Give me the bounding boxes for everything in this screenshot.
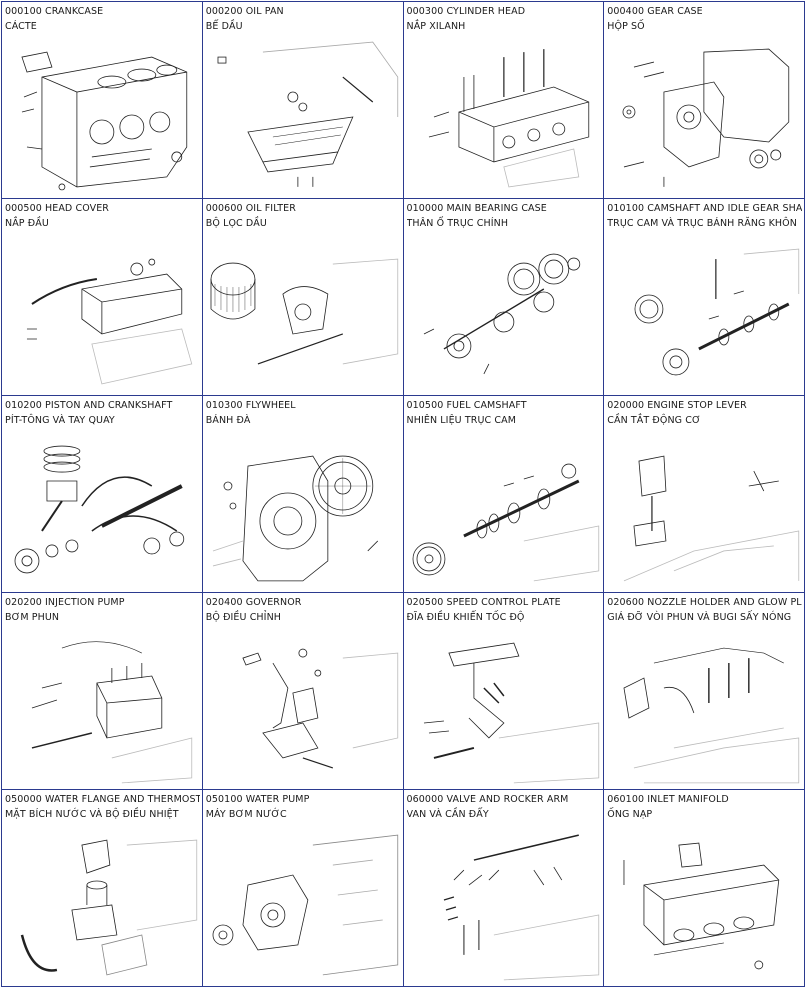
flywheel-diagram: [212, 455, 378, 582]
part-code-title: 020200 INJECTION PUMP: [5, 597, 125, 608]
head-cover-diagram: [26, 258, 193, 385]
part-tile-camshaft-idle-gear[interactable]: 010100 CAMSHAFT AND IDLE GEAR SHA TRỤC C…: [604, 199, 805, 396]
speed-control-plate-diagram: [423, 642, 599, 784]
part-vn-title: CẦN TẮT ĐỘNG CƠ: [607, 415, 701, 426]
part-code-title: 000100 CRANKCASE: [5, 6, 104, 17]
part-vn-title: TRỤC CAM VÀ TRỤC BÁNH RĂNG KHÔN: [607, 218, 797, 229]
piston-crankshaft-diagram: [14, 445, 185, 574]
part-vn-title: CÁCTE: [5, 21, 37, 32]
part-tile-water-flange-thermostat[interactable]: 050000 WATER FLANGE AND THERMOST MẶT BÍC…: [2, 790, 203, 987]
part-tile-oil-pan[interactable]: 000200 OIL PAN BỂ DẦU: [202, 2, 404, 199]
part-tile-fuel-camshaft[interactable]: 010500 FUEL CAMSHAFT NHIÊN LIỆU TRỤC CAM: [403, 396, 605, 593]
part-vn-title: GIÁ ĐỠ VÒI PHUN VÀ BUGI SẤY NÓNG: [607, 612, 792, 623]
part-tile-governor[interactable]: 020400 GOVERNOR BỘ ĐIỀU CHỈNH: [202, 593, 404, 790]
part-tile-head-cover[interactable]: 000500 HEAD COVER NẮP ĐẦU: [2, 199, 203, 396]
part-tile-gear-case[interactable]: 000400 GEAR CASE HỘP SỐ: [604, 2, 805, 199]
governor-diagram: [242, 648, 398, 769]
part-vn-title: THÂN Ổ TRỤC CHÍNH: [406, 218, 509, 229]
water-flange-diagram: [20, 839, 198, 976]
part-code-title: 060000 VALVE AND ROCKER ARM: [406, 794, 569, 805]
part-vn-title: ĐĨA ĐIỀU KHIỂN TỐC ĐỘ: [406, 612, 525, 623]
part-code-title: 010300 FLYWHEEL: [205, 400, 296, 411]
part-code-title: 000400 GEAR CASE: [607, 6, 703, 17]
part-tile-engine-stop-lever[interactable]: 020000 ENGINE STOP LEVER CẦN TẮT ĐỘNG CƠ: [604, 396, 805, 593]
part-tile-oil-filter[interactable]: 000600 OIL FILTER BỘ LỌC DẦU: [202, 199, 404, 396]
part-code-title: 010000 MAIN BEARING CASE: [406, 203, 547, 214]
part-vn-title: BỘ LỌC DẦU: [205, 218, 267, 229]
cylinder-head-diagram: [428, 49, 589, 188]
part-code-title: 000300 CYLINDER HEAD: [406, 6, 526, 17]
part-code-title: 000200 OIL PAN: [205, 6, 284, 17]
part-tile-nozzle-holder-glow-plug[interactable]: 020600 NOZZLE HOLDER AND GLOW PL GIÁ ĐỠ …: [604, 593, 805, 790]
part-vn-title: NẮP ĐẦU: [5, 218, 49, 229]
inlet-manifold-diagram: [623, 842, 780, 970]
part-code-title: 020400 GOVERNOR: [205, 597, 302, 608]
engine-stop-lever-diagram: [624, 455, 800, 582]
part-code-title: 010200 PISTON AND CRANKSHAFT: [5, 400, 173, 411]
part-code-title: 000500 HEAD COVER: [5, 203, 110, 214]
part-code-title: 000600 OIL FILTER: [205, 203, 296, 214]
part-code-title: 020600 NOZZLE HOLDER AND GLOW PL: [607, 597, 802, 608]
part-vn-title: MÁY BƠM NƯỚC: [205, 809, 287, 820]
part-code-title: 020500 SPEED CONTROL PLATE: [406, 597, 561, 608]
part-tile-crankcase[interactable]: 000100 CRANKCASE CÁCTE: [2, 2, 203, 199]
nozzle-holder-diagram: [623, 647, 800, 784]
part-tile-water-pump[interactable]: 050100 WATER PUMP MÁY BƠM NƯỚC: [202, 790, 404, 987]
oil-filter-diagram: [210, 258, 398, 365]
part-vn-title: BÁNH ĐÀ: [205, 415, 251, 426]
part-vn-title: BỘ ĐIỀU CHỈNH: [205, 612, 282, 623]
part-tile-cylinder-head[interactable]: 000300 CYLINDER HEAD NẮP XILANH: [403, 2, 605, 199]
part-vn-title: PÍT-TÔNG VÀ TAY QUAY: [5, 415, 115, 426]
gear-case-diagram: [622, 48, 790, 187]
part-code-title: 050000 WATER FLANGE AND THERMOST: [5, 794, 200, 805]
part-vn-title: MẶT BÍCH NƯỚC VÀ BỘ ĐIỀU NHIỆT: [5, 809, 179, 820]
water-pump-diagram: [212, 834, 398, 976]
part-vn-title: HỘP SỐ: [607, 21, 645, 32]
part-code-title: 010100 CAMSHAFT AND IDLE GEAR SHA: [607, 203, 802, 214]
part-vn-title: ỐNG NẠP: [607, 809, 653, 820]
part-tile-valve-rocker-arm[interactable]: 060000 VALVE AND ROCKER ARM VAN VÀ CẦN Đ…: [403, 790, 605, 987]
part-tile-speed-control-plate[interactable]: 020500 SPEED CONTROL PLATE ĐĨA ĐIỀU KHIỂ…: [403, 593, 605, 790]
part-vn-title: BƠM PHUN: [5, 612, 60, 623]
crankcase-diagram: [21, 51, 188, 191]
part-vn-title: NHIÊN LIỆU TRỤC CAM: [406, 415, 516, 426]
part-code-title: 020000 ENGINE STOP LEVER: [607, 400, 747, 411]
part-code-title: 060100 INLET MANIFOLD: [607, 794, 729, 805]
camshaft-diagram: [634, 248, 800, 376]
part-code-title: 010500 FUEL CAMSHAFT: [406, 400, 527, 411]
main-bearing-case-diagram: [423, 253, 580, 375]
injection-pump-diagram: [31, 641, 193, 784]
fuel-camshaft-diagram: [412, 463, 599, 582]
part-tile-main-bearing-case[interactable]: 010000 MAIN BEARING CASE THÂN Ổ TRỤC CHÍ…: [403, 199, 605, 396]
part-tile-piston-crankshaft[interactable]: 010200 PISTON AND CRANKSHAFT PÍT-TÔNG VÀ…: [2, 396, 203, 593]
valve-rocker-arm-diagram: [443, 834, 599, 981]
part-vn-title: NẮP XILANH: [406, 21, 466, 32]
part-vn-title: VAN VÀ CẦN ĐẨY: [406, 809, 489, 820]
oil-pan-diagram: [217, 41, 398, 187]
part-vn-title: BỂ DẦU: [205, 21, 243, 32]
part-code-title: 050100 WATER PUMP: [205, 794, 310, 805]
part-tile-flywheel[interactable]: 010300 FLYWHEEL BÁNH ĐÀ: [202, 396, 404, 593]
part-tile-inlet-manifold[interactable]: 060100 INLET MANIFOLD ỐNG NẠP: [604, 790, 805, 987]
part-tile-injection-pump[interactable]: 020200 INJECTION PUMP BƠM PHUN: [2, 593, 203, 790]
